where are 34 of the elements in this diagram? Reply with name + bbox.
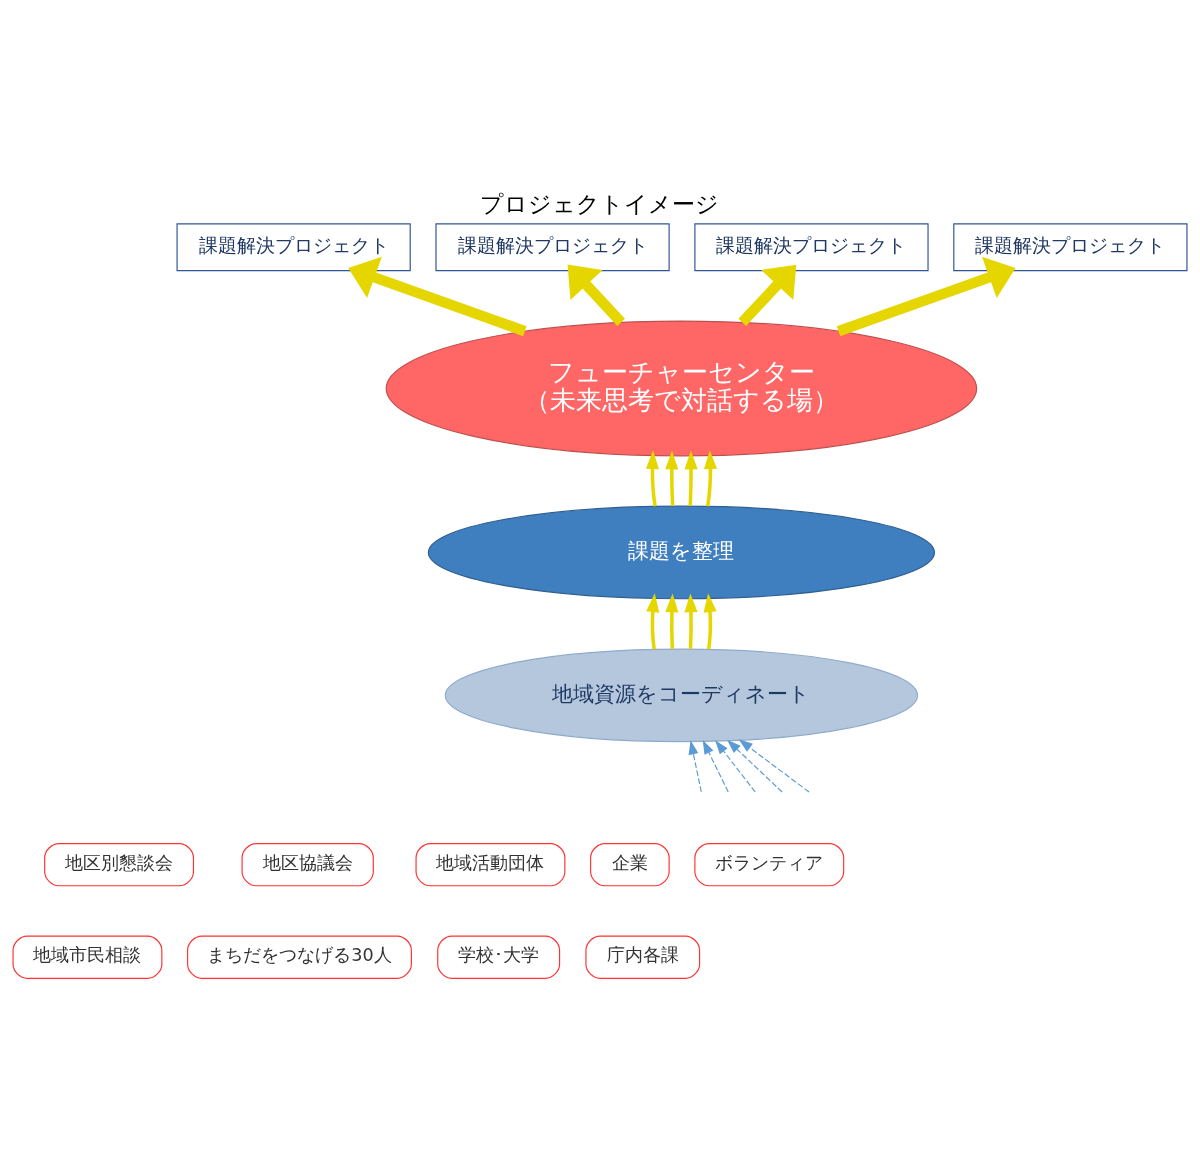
arrow [703, 592, 717, 650]
node-box: 地区協議会 [241, 842, 374, 886]
node-ellipse: 地域資源をコーディネート [444, 648, 919, 742]
diagram-title: プロジェクトイメージ [480, 189, 720, 218]
node-box: 学校･大学 [437, 935, 561, 979]
node-box: 地域市民相談 [12, 935, 163, 979]
node-box: 課題解決プロジェクト [694, 222, 929, 271]
node-box: 地区別懇談会 [44, 842, 195, 886]
node-ellipse: フューチャーセンター （未来思考で対話する場） [385, 320, 978, 456]
arrow [665, 450, 679, 506]
arrow [727, 738, 783, 793]
node-box: 課題解決プロジェクト [953, 222, 1188, 271]
arrow [836, 256, 1016, 336]
node-box: 課題解決プロジェクト [435, 222, 670, 271]
node-box: ボランティア [694, 842, 845, 886]
arrow [665, 593, 679, 649]
arrow [715, 739, 756, 793]
arrow [703, 449, 717, 506]
arrow [348, 256, 527, 336]
node-ellipse: 課題を整理 [427, 505, 936, 599]
arrow [688, 739, 702, 793]
node-box: 地域活動団体 [415, 842, 566, 886]
arrow [702, 739, 729, 793]
arrow [738, 264, 797, 326]
arrow [646, 592, 660, 650]
node-box: 企業 [590, 842, 670, 886]
arrow [738, 738, 810, 793]
arrow [684, 593, 698, 649]
arrow [567, 264, 625, 326]
arrow [684, 450, 698, 506]
node-box: 課題解決プロジェクト [176, 222, 411, 271]
arrow [645, 449, 659, 506]
node-box: まちだをつなげる30人 [187, 935, 412, 979]
node-box: 庁内各課 [585, 935, 701, 979]
